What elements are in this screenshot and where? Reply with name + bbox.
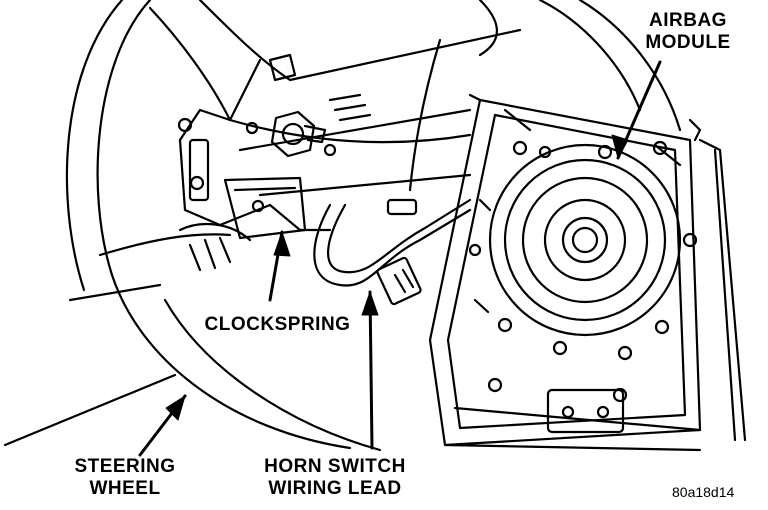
clockspring [178,176,307,272]
steering-wheel-rim [3,0,682,452]
steering-wheel-label-line2: WHEEL [89,478,161,499]
airbag-module-label-line1: AIRBAG [649,10,727,31]
horn-switch-wiring-lead-label: HORN SWITCH WIRING LEAD [250,456,420,500]
horn-switch-wiring-lead [313,38,472,306]
clockspring-label-text: CLOCKSPRING [204,314,351,335]
airbag-module-label-line2: MODULE [645,32,731,53]
figure-code: 80a18d14 [672,484,735,500]
arrow-heads [165,134,629,421]
steering-shaft-nut [270,110,327,158]
steering-wheel-label: STEERING WHEEL [60,456,190,500]
airbag-module-label: AIRBAG MODULE [628,10,748,54]
steering-column [148,0,522,232]
clockspring-label: CLOCKSPRING [195,314,360,336]
airbag-module [428,93,747,452]
steering-wheel-label-line1: STEERING [74,456,176,477]
horn-switch-label-line2: WIRING LEAD [268,478,402,499]
horn-switch-label-line1: HORN SWITCH [264,456,406,477]
